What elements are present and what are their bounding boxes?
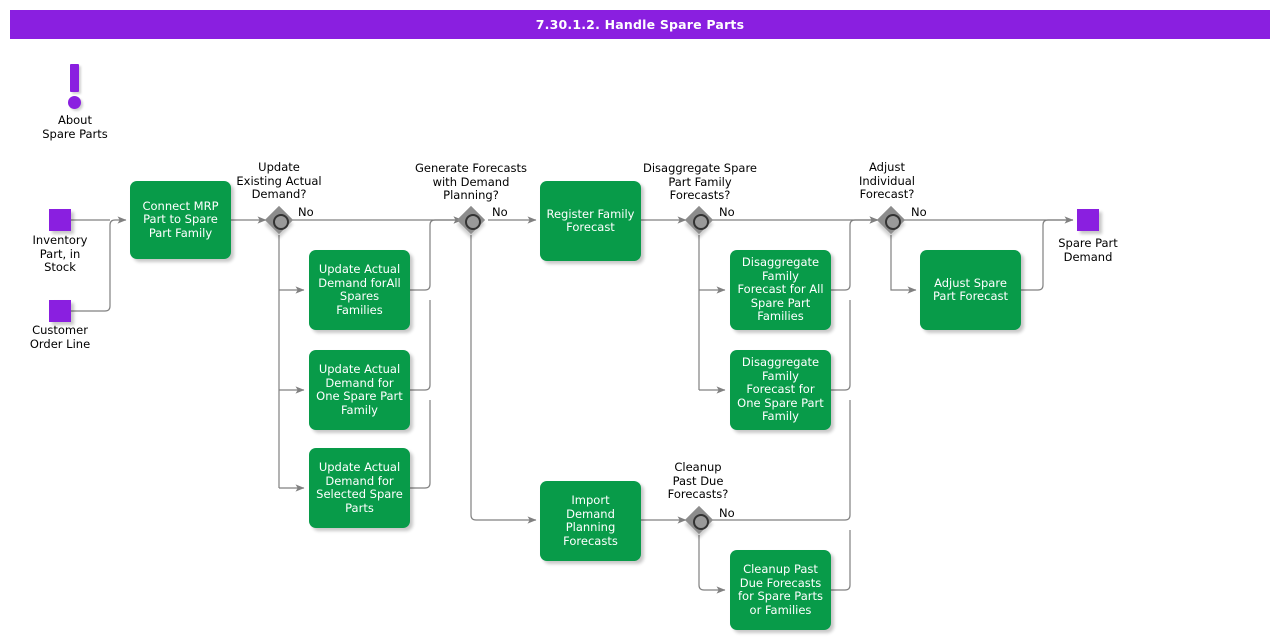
branch-label-adjust-individual-forecast: No <box>911 205 927 219</box>
decision-adjust-individual-forecast[interactable] <box>876 205 906 235</box>
branch-label-generate-forecasts: No <box>492 205 508 219</box>
decision-ring-icon <box>273 214 289 230</box>
terminator-customer-order-line[interactable] <box>49 300 71 322</box>
task-disaggregate-family-forecast-for-all-spare-part-families[interactable]: Disaggregate Family Forecast for All Spa… <box>730 250 831 330</box>
decision-ring-icon <box>693 214 709 230</box>
task-import-demand-planning-forecasts[interactable]: Import Demand Planning Forecasts <box>540 481 641 561</box>
diagram-title-bar: 7.30.1.2. Handle Spare Parts <box>10 10 1270 39</box>
task-update-actual-demand-for-selected-spare-parts[interactable]: Update Actual Demand for Selected Spare … <box>309 448 410 528</box>
terminator-inventory-part-in-stock[interactable] <box>49 209 71 231</box>
decision-ring-icon <box>693 514 709 530</box>
label-decision-disaggregate-forecasts: Disaggregate Spare Part Family Forecasts… <box>642 161 758 202</box>
branch-label-update-existing-actual-demand: No <box>298 205 314 219</box>
label-decision-cleanup-past-due-forecasts: Cleanup Past Due Forecasts? <box>667 460 729 501</box>
decision-update-existing-actual-demand[interactable] <box>264 205 294 235</box>
label-customer-order-line: Customer Order Line <box>29 323 91 351</box>
about-note-label: About Spare Parts <box>42 113 108 141</box>
task-adjust-spare-part-forecast[interactable]: Adjust Spare Part Forecast <box>920 250 1021 330</box>
label-decision-generate-forecasts: Generate Forecasts with Demand Planning? <box>414 161 528 202</box>
task-update-actual-demand-for-all-spares-families[interactable]: Update Actual Demand forAll Spares Famil… <box>309 250 410 330</box>
exclamation-icon <box>70 64 79 92</box>
label-decision-adjust-individual-forecast: Adjust Individual Forecast? <box>858 160 915 201</box>
exclamation-dot-icon <box>68 96 81 109</box>
terminator-spare-part-demand[interactable] <box>1077 209 1099 231</box>
task-register-family-forecast[interactable]: Register Family Forecast <box>540 181 641 261</box>
decision-ring-icon <box>885 214 901 230</box>
task-disaggregate-family-forecast-for-one-spare-part-family[interactable]: Disaggregate Family Forecast for One Spa… <box>730 350 831 430</box>
task-cleanup-past-due-forecasts-for-spare-parts-or-families[interactable]: Cleanup Past Due Forecasts for Spare Par… <box>730 550 831 630</box>
decision-disaggregate-spare-part-family-forecasts[interactable] <box>684 205 714 235</box>
label-decision-update-existing-actual-demand: Update Existing Actual Demand? <box>236 160 322 201</box>
task-update-actual-demand-for-one-spare-part-family[interactable]: Update Actual Demand for One Spare Part … <box>309 350 410 430</box>
decision-cleanup-past-due-forecasts[interactable] <box>684 505 714 535</box>
decision-ring-icon <box>465 214 481 230</box>
task-connect-mrp-part-to-spare-part-family[interactable]: Connect MRP Part to Spare Part Family <box>130 181 231 259</box>
branch-label-disaggregate-forecasts: No <box>719 205 735 219</box>
branch-label-cleanup-past-due-forecasts: No <box>719 506 735 520</box>
decision-generate-forecasts-with-demand-planning[interactable] <box>456 205 486 235</box>
label-inventory-part-in-stock: Inventory Part, in Stock <box>32 233 88 274</box>
page-title: 7.30.1.2. Handle Spare Parts <box>535 17 745 32</box>
label-spare-part-demand: Spare Part Demand <box>1058 236 1118 264</box>
about-spare-parts-note[interactable]: About Spare Parts <box>42 64 110 144</box>
